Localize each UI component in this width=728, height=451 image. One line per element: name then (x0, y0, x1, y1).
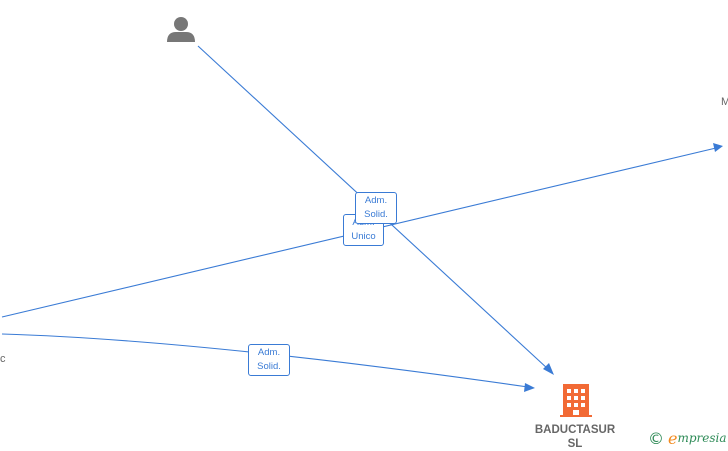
company-name-line2: SL (567, 438, 583, 450)
company-name[interactable]: BADUCTASUR SL (520, 423, 630, 451)
right-node-label: M (721, 96, 728, 108)
relation-label-line1: Adm. (257, 347, 281, 358)
relation-label-line2: Solid. (364, 209, 388, 220)
empresia-logo: © e mpresia (648, 428, 727, 448)
relation-label-adm-solid-top[interactable]: Adm. Solid. (355, 192, 397, 224)
brand-e: e (668, 428, 678, 448)
copyright-icon: © (648, 428, 664, 448)
brand-rest: mpresia (677, 431, 727, 445)
relation-label-line2: Solid. (257, 361, 281, 372)
arrowhead-right-node (713, 143, 723, 152)
arrowhead-company-top (543, 363, 554, 375)
company-name-line1: BADUCTASUR (534, 424, 616, 436)
edge-left-to-company (1, 333, 529, 388)
relation-label-line2: Unico (351, 231, 376, 242)
relation-label-line1: Adm. (364, 195, 388, 206)
arrowhead-company-left (524, 383, 535, 392)
person-icon[interactable] (167, 17, 195, 42)
left-node-label: c (0, 353, 6, 365)
building-icon[interactable] (560, 384, 592, 417)
relation-label-adm-solid-bottom[interactable]: Adm. Solid. (248, 344, 290, 376)
